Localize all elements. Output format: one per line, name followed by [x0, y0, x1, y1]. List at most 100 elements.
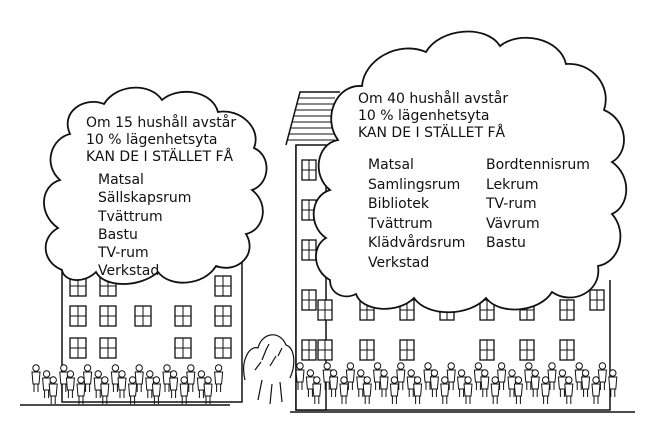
person-body	[497, 369, 507, 390]
left-cloud	[43, 86, 268, 285]
person-head	[363, 376, 371, 384]
person-body	[151, 383, 161, 404]
person-body	[564, 383, 574, 404]
person-head	[152, 376, 161, 384]
window-frame	[480, 340, 494, 360]
right-room-item: Klädvårdsrum	[368, 235, 466, 251]
person-body	[440, 383, 450, 404]
person-head	[346, 362, 355, 370]
person-head	[407, 369, 415, 377]
person-body	[463, 383, 473, 404]
person-head	[83, 364, 92, 372]
window-frame	[215, 338, 231, 358]
person-body	[214, 371, 224, 392]
person-body	[169, 377, 179, 398]
left-room-item: TV-rum	[98, 245, 149, 262]
person-body	[396, 369, 406, 390]
person-body	[100, 383, 110, 404]
window-frame	[400, 340, 414, 360]
person-body	[134, 371, 144, 392]
person-head	[77, 376, 85, 384]
person-body	[389, 383, 399, 404]
person-head	[323, 362, 331, 370]
right-intro-line-3: KAN DE I STÄLLET FÅ	[358, 125, 506, 141]
person-body	[547, 369, 557, 390]
window-frame	[100, 306, 116, 326]
right-cloud-text: Om 40 hushåll avstår 10 % lägenhetsyta K…	[358, 92, 618, 275]
person-body	[203, 383, 213, 404]
window-frame	[215, 276, 231, 296]
person-body	[31, 371, 41, 392]
person-body	[446, 369, 456, 390]
left-room-item: Verkstad	[98, 263, 160, 280]
person-body	[524, 369, 534, 390]
bush	[243, 334, 295, 405]
window-frame	[318, 300, 332, 320]
person-head	[180, 376, 188, 384]
window-frame	[302, 340, 316, 360]
right-room-item: Matsal	[368, 157, 414, 173]
person-head	[329, 369, 338, 377]
left-intro-line-1: Om 15 hushåll avstår	[86, 115, 237, 131]
person-head	[514, 376, 523, 384]
person-head	[565, 376, 573, 384]
person-head	[430, 369, 439, 377]
person-head	[457, 369, 466, 377]
person-head	[340, 376, 348, 384]
right-room-item: Samlingsrum	[368, 176, 461, 193]
person-head	[397, 362, 405, 370]
person-body	[581, 376, 591, 397]
person-body	[76, 383, 86, 404]
person-body	[513, 383, 523, 404]
person-head	[204, 376, 212, 384]
person-head	[42, 370, 51, 378]
person-body	[591, 383, 601, 404]
person-head	[214, 364, 223, 372]
window-frame	[215, 306, 231, 326]
window-frame	[70, 306, 86, 326]
person-head	[32, 364, 40, 372]
person-head	[441, 376, 449, 384]
person-head	[508, 369, 516, 377]
person-head	[541, 376, 550, 384]
window-frame	[302, 160, 316, 180]
right-intro-line-1: Om 40 hushåll avstår	[358, 91, 509, 107]
person-body	[83, 371, 93, 392]
window-frame	[135, 306, 151, 326]
person-head	[163, 364, 171, 372]
person-body	[608, 376, 618, 397]
person-head	[481, 369, 489, 377]
person-body	[490, 383, 500, 404]
left-room-item: Tvättrum	[98, 208, 163, 225]
right-room-list: Matsal Samlingsrum Bibliotek Tvättrum Kl…	[368, 158, 618, 275]
person-head	[146, 370, 154, 378]
person-head	[380, 369, 388, 377]
person-head	[525, 362, 533, 370]
person-body	[406, 376, 416, 397]
left-intro-line-3: KAN DE I STÄLLET FÅ	[86, 149, 234, 165]
crowd-right	[295, 362, 618, 404]
person-head	[474, 362, 483, 370]
person-body	[329, 376, 339, 397]
person-head	[197, 370, 206, 378]
person-body	[312, 383, 322, 404]
person-body	[196, 377, 206, 398]
person-body	[295, 369, 305, 390]
person-head	[66, 370, 75, 378]
person-head	[609, 369, 617, 377]
window-frame	[175, 306, 191, 326]
person-head	[49, 376, 57, 384]
person-body	[530, 376, 540, 397]
person-head	[424, 362, 432, 370]
right-room-item: Lekrum	[486, 176, 539, 193]
person-body	[179, 383, 189, 404]
crowd-left	[31, 364, 224, 404]
person-head	[313, 376, 321, 384]
person-head	[373, 362, 382, 370]
person-head	[306, 369, 315, 377]
person-body	[117, 377, 127, 398]
left-building-windows	[69, 275, 232, 359]
person-head	[60, 364, 68, 372]
right-room-item: Verkstad	[368, 254, 430, 271]
